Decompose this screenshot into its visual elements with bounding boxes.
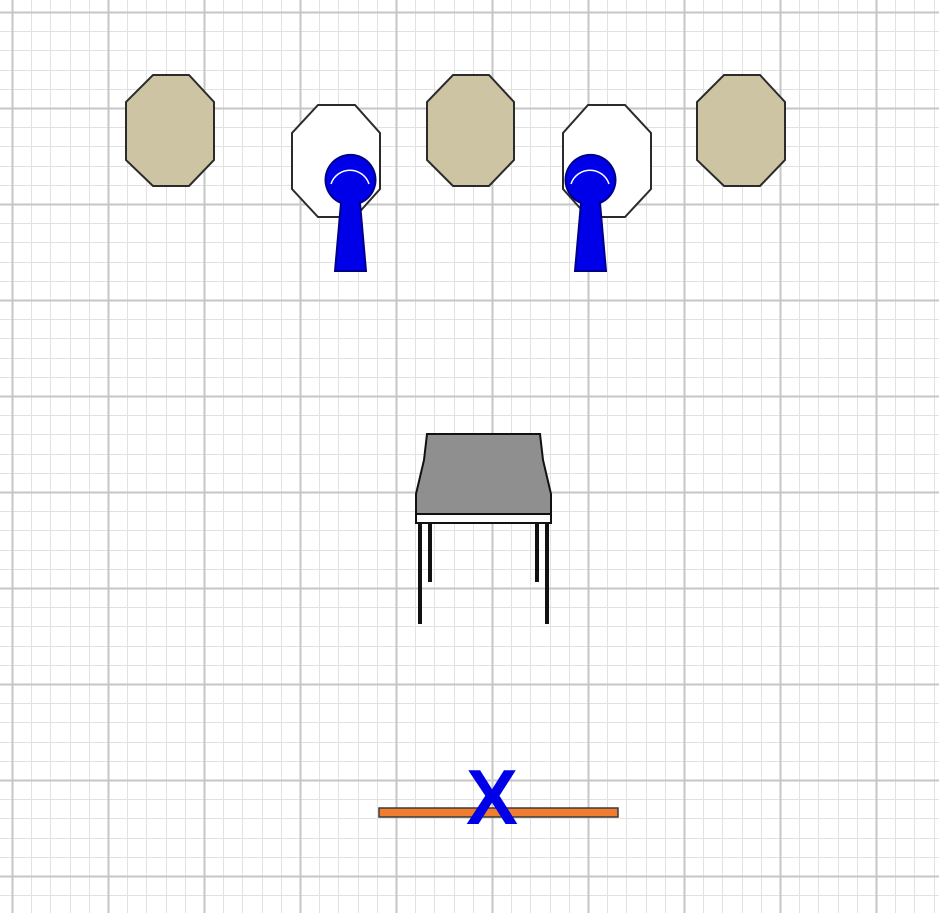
- table-edge: [416, 514, 551, 523]
- x-marker-icon[interactable]: X: [466, 753, 518, 841]
- octagon-marker-icon[interactable]: [427, 75, 514, 186]
- octagon-marker-icon[interactable]: [697, 75, 785, 186]
- octagon-marker-icon[interactable]: [126, 75, 214, 186]
- table-top: [416, 434, 551, 514]
